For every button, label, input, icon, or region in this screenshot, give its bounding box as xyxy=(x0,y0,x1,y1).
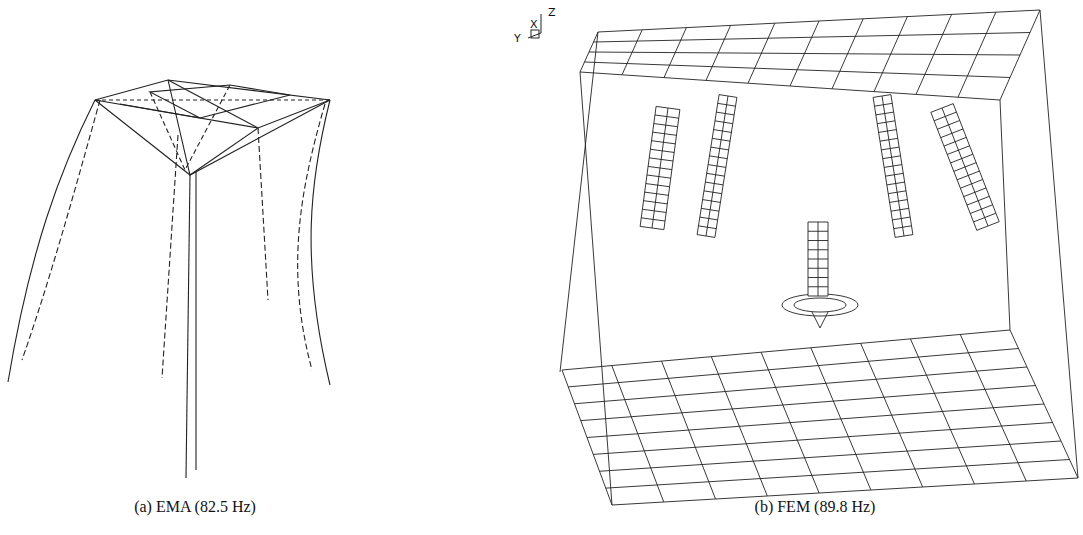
figure-caption: (a) EMA (82.5 Hz) xyxy=(134,498,256,516)
fem-top-mesh xyxy=(580,72,1000,100)
fem-base-mesh xyxy=(568,349,1018,387)
axis-label: Y xyxy=(514,32,521,45)
ema-inner-mesh xyxy=(120,85,290,118)
fem-base-mesh xyxy=(562,330,1010,370)
fem-base-mesh xyxy=(593,423,1052,455)
fem-disc xyxy=(782,294,858,316)
fem-model xyxy=(560,10,1078,505)
fem-frame xyxy=(560,32,598,372)
ema-inner-mesh xyxy=(95,100,330,175)
axis-label: X xyxy=(530,18,538,31)
fem-actuator-leg xyxy=(706,96,728,236)
ema-inner-mesh xyxy=(168,80,258,175)
fem-top-mesh xyxy=(598,10,1040,32)
fem-actuator-leg xyxy=(882,96,904,236)
fem-actuator-leg xyxy=(652,108,668,228)
axis-box xyxy=(531,30,539,38)
ema-wireframe xyxy=(8,80,330,478)
axis-line xyxy=(541,14,542,33)
fem-top-mesh xyxy=(594,33,1031,43)
fem-base-mesh xyxy=(581,386,1036,421)
fem-actuator-leg xyxy=(640,106,680,229)
fem-top-mesh xyxy=(589,52,1020,55)
fem-base-mesh xyxy=(606,460,1070,489)
fem-actuator-leg xyxy=(942,108,988,226)
fem-actuator-leg xyxy=(873,95,913,238)
fem-center-post xyxy=(818,222,819,296)
ema-top-frame xyxy=(95,80,330,128)
ema-diagonal xyxy=(95,99,330,100)
fem-disc xyxy=(794,298,846,312)
fem-frame xyxy=(1000,100,1010,330)
figure-caption: (b) FEM (89.8 Hz) xyxy=(755,498,876,516)
ema-leg xyxy=(8,100,95,382)
axis-triad xyxy=(528,14,541,38)
fem-cone xyxy=(812,312,828,328)
ema-leg xyxy=(258,128,268,300)
fem-frame xyxy=(580,72,612,505)
ema-leg xyxy=(298,104,325,370)
fem-base-mesh xyxy=(587,404,1044,438)
fem-actuator-leg xyxy=(931,104,999,231)
ema-leg xyxy=(162,135,178,378)
fem-base-mesh xyxy=(600,441,1062,471)
ema-leg xyxy=(195,172,196,470)
ema-leg xyxy=(22,100,100,360)
ema-leg xyxy=(186,175,190,478)
ema-inner-mesh xyxy=(150,85,230,170)
fem-top-mesh xyxy=(585,62,1011,78)
fem-base-mesh xyxy=(575,367,1028,404)
axis-label: Z xyxy=(548,6,556,19)
fem-center-post xyxy=(808,222,828,296)
fem-actuator-leg xyxy=(697,95,737,238)
